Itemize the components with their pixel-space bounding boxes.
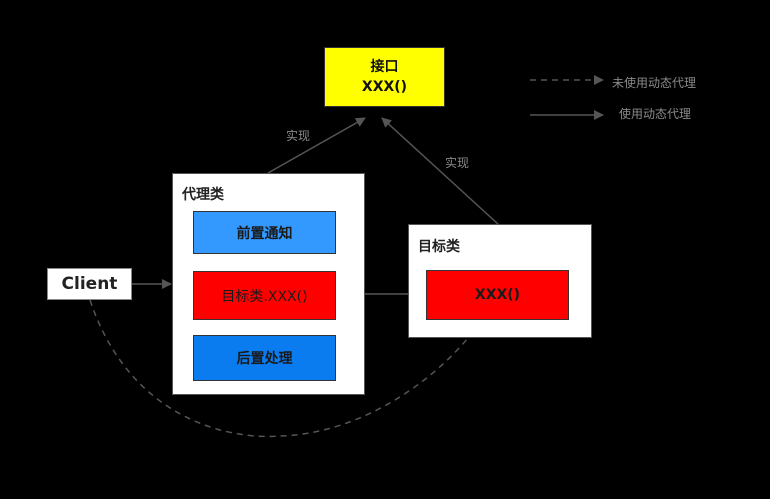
pre-advice-box: 前置通知	[193, 211, 336, 254]
client-box: Client	[47, 268, 132, 300]
proxy-implements-arrow	[267, 117, 366, 174]
pre-advice-label: 前置通知	[236, 225, 293, 242]
legend-solid-label: 使用动态代理	[619, 107, 692, 121]
client-label: Client	[61, 274, 118, 294]
interface-box: 接口 XXX()	[324, 47, 445, 107]
post-process-label: 后置处理	[236, 351, 293, 367]
proxy-class-box: 代理类 前置通知 目标类.XXX() 后置处理	[172, 173, 365, 395]
interface-method: XXX()	[361, 79, 408, 95]
implements-label-left: 实现	[286, 129, 311, 143]
target-call-box: 目标类.XXX()	[193, 271, 336, 320]
proxy-class-title: 代理类	[182, 187, 224, 203]
legend-dashed-label: 未使用动态代理	[612, 76, 697, 90]
target-implements-arrow	[381, 117, 499, 225]
target-call-label: 目标类.XXX()	[221, 288, 308, 305]
implements-label-right: 实现	[445, 156, 470, 170]
interface-title: 接口	[370, 59, 399, 75]
target-class-box: 目标类 XXX()	[408, 224, 592, 338]
post-process-box: 后置处理	[193, 335, 336, 381]
target-method-box: XXX()	[426, 270, 569, 320]
target-method-label: XXX()	[474, 287, 521, 303]
target-class-title: 目标类	[418, 239, 460, 255]
